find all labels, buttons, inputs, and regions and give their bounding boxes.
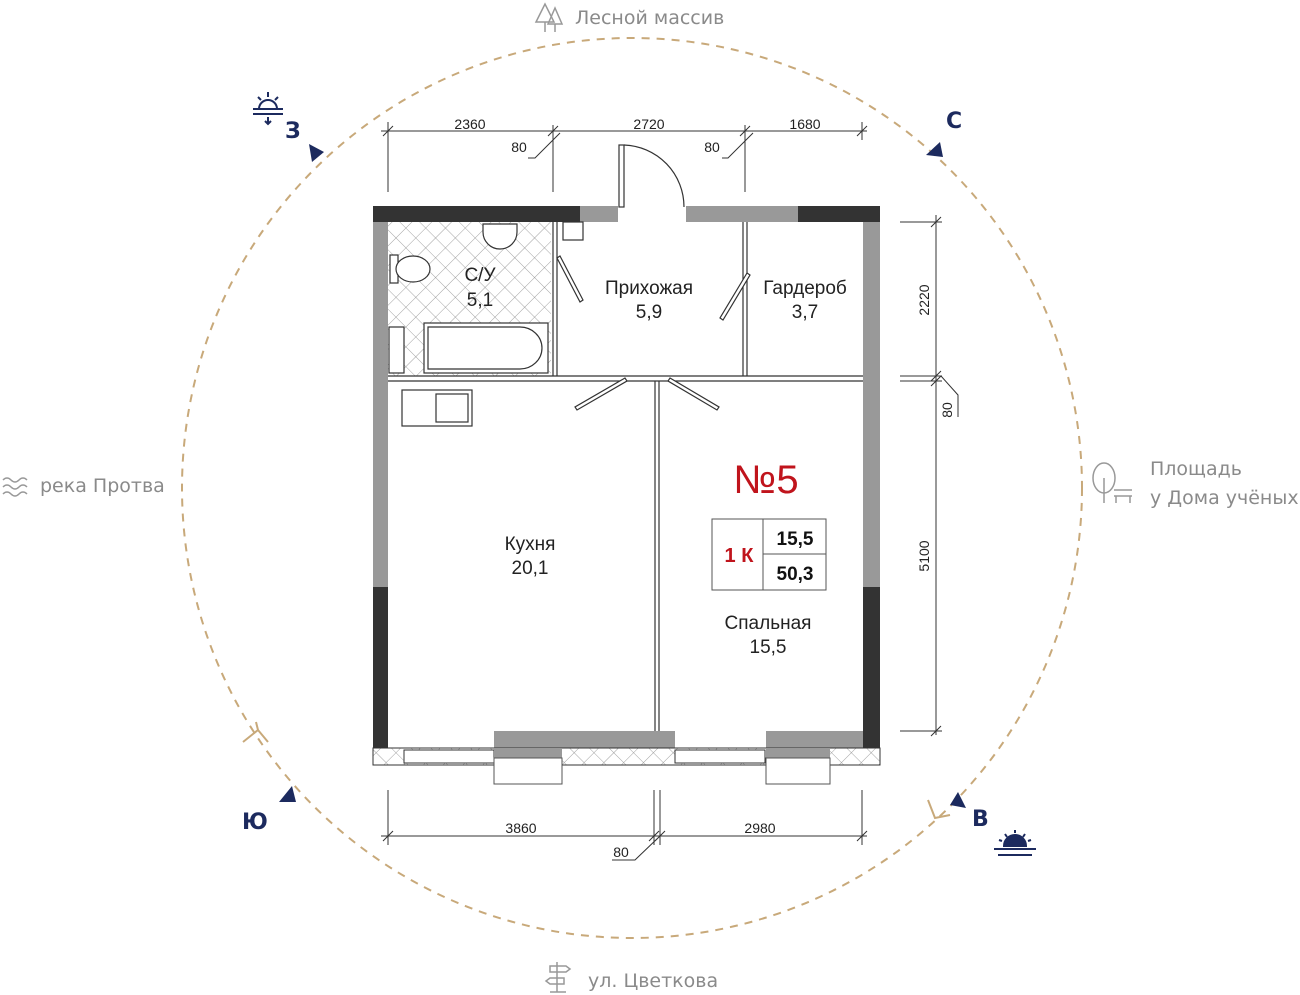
room-name-wardrobe: Гардероб [763, 278, 847, 299]
living-area: 15,5 [777, 529, 814, 550]
dim-top-3: 2720 [633, 116, 664, 132]
sunset-icon [253, 92, 283, 126]
dim-right-3: 5100 [916, 540, 932, 571]
dim-bottom-2: 80 [613, 844, 629, 860]
signpost-icon [544, 962, 572, 993]
compass-west: З [253, 92, 324, 162]
apartment-number: №5 [733, 458, 798, 502]
forest-landmark: Лесной массив [534, 2, 724, 32]
walls [372, 206, 881, 785]
fixtures [388, 221, 584, 427]
landmark-south-label: ул. Цветкова [588, 970, 718, 992]
compass-marker-s [279, 786, 296, 802]
dim-bottom-1: 3860 [505, 820, 536, 836]
apartment-info: №5 1 К 15,5 50,3 [711, 458, 827, 591]
dim-right-1: 2220 [916, 284, 932, 315]
room-name-bedroom: Спальная [725, 613, 812, 634]
sink-icon [482, 223, 518, 250]
dimensions-bottom: 3860 80 2980 [381, 790, 868, 861]
room-name-kitchen: Кухня [505, 534, 556, 555]
dim-top-1: 2360 [454, 116, 485, 132]
waves-icon [2, 477, 28, 497]
orientation-circle [181, 37, 1083, 939]
compass-south: Ю [242, 786, 296, 835]
arrow-mark-se [927, 799, 951, 820]
room-area-hall: 5,9 [636, 302, 662, 323]
sunrise-icon [994, 830, 1036, 856]
landmark-east-label-2: у Дома учёных [1150, 487, 1299, 509]
room-area-kitchen: 20,1 [512, 558, 549, 579]
arrow-mark-sw [242, 721, 269, 743]
room-area-wardrobe: 3,7 [792, 302, 818, 323]
dim-top-2: 80 [511, 139, 527, 155]
room-area-bathroom: 5,1 [467, 290, 493, 311]
dim-right-2: 80 [939, 402, 955, 418]
compass-north: С [926, 109, 962, 157]
doors [556, 144, 751, 411]
compass-label-w: З [285, 119, 301, 144]
street-landmark: ул. Цветкова [544, 962, 718, 993]
compass-marker-w [309, 144, 324, 162]
room-area-bedroom: 15,5 [750, 637, 787, 658]
trees-icon [534, 2, 564, 32]
square-landmark: Площадь у Дома учёных [1092, 458, 1299, 509]
river-landmark: река Протва [2, 475, 165, 497]
compass-east: В [950, 792, 1036, 856]
dimensions-top: 2360 80 2720 80 1680 [381, 116, 868, 192]
dim-top-5: 1680 [789, 116, 820, 132]
compass-label-n: С [946, 109, 962, 134]
landmark-west-label: река Протва [40, 475, 165, 497]
tree-bench-icon [1092, 462, 1132, 503]
apartment-type: 1 К [725, 545, 755, 567]
dim-bottom-3: 2980 [744, 820, 775, 836]
compass-marker-e [950, 792, 966, 808]
compass-label-s: Ю [242, 810, 268, 835]
compass-marker-n [926, 142, 943, 157]
dimensions-right: 2220 80 5100 [900, 215, 959, 737]
total-area: 50,3 [777, 564, 814, 585]
landmark-north-label: Лесной массив [575, 7, 724, 29]
room-name-hall: Прихожая [605, 278, 693, 299]
room-name-bathroom: С/У [464, 265, 496, 286]
dim-top-4: 80 [704, 139, 720, 155]
compass-label-e: В [972, 807, 989, 832]
landmark-east-label-1: Площадь [1150, 458, 1242, 480]
